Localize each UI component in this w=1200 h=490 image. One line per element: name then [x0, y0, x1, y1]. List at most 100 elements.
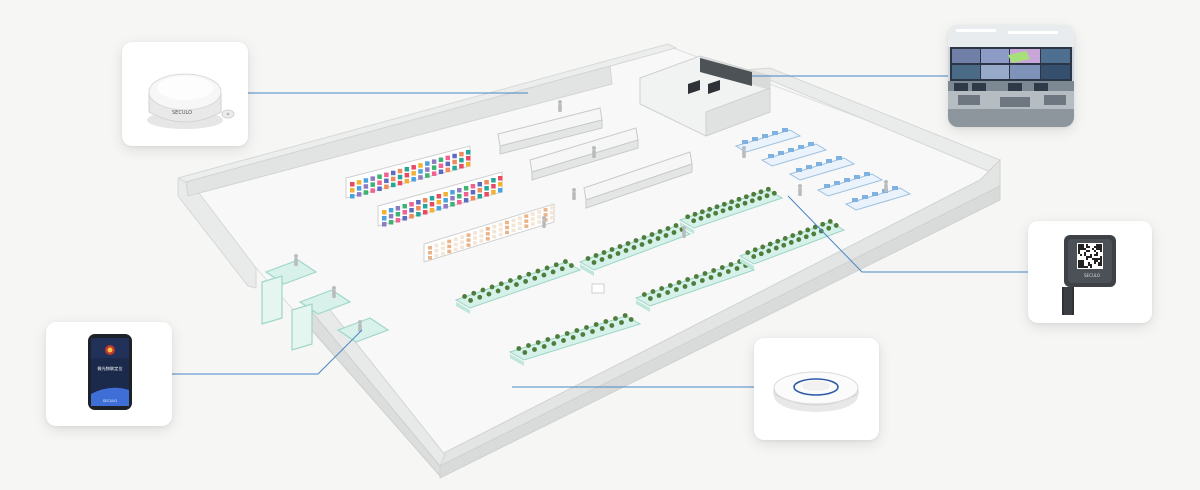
product-box: [402, 204, 407, 209]
plant: [721, 201, 727, 207]
product-box: [440, 246, 445, 251]
qr-module: [1082, 244, 1084, 246]
product-box: [409, 214, 414, 219]
product-box: [524, 219, 529, 223]
plant: [734, 266, 740, 271]
plant: [615, 251, 621, 256]
person-head: [294, 254, 298, 258]
desk-screen: [862, 195, 868, 199]
product-box: [453, 242, 458, 247]
callout-beacon-gateway[interactable]: SECULO: [122, 42, 248, 146]
product-box: [550, 211, 554, 215]
plant: [771, 190, 777, 196]
callout-control-room[interactable]: [948, 25, 1074, 127]
person-figure: [682, 226, 686, 238]
qr-module: [1098, 248, 1100, 250]
product-box: [485, 227, 490, 231]
plant: [574, 328, 580, 333]
product-box: [428, 246, 432, 250]
plant: [673, 223, 679, 228]
wall-back-left-face: [185, 65, 613, 197]
plant: [705, 213, 711, 219]
plant: [535, 340, 541, 345]
desk-screen: [872, 192, 878, 196]
plant: [736, 196, 742, 202]
plant: [782, 236, 788, 241]
plant: [561, 338, 566, 343]
plant: [609, 247, 615, 252]
product-box: [466, 150, 471, 155]
product-box: [384, 178, 389, 184]
person-figure: [558, 100, 562, 112]
plant: [607, 254, 613, 259]
plant: [735, 203, 741, 209]
qr-module: [1100, 246, 1102, 248]
product-box: [440, 241, 445, 246]
qr-module: [1082, 262, 1084, 264]
desk-top: [844, 187, 912, 211]
product-box: [431, 165, 437, 170]
plant: [818, 228, 824, 234]
person-body: [742, 150, 746, 158]
callout-qr-scanner[interactable]: SECULO: [1028, 221, 1152, 323]
callout-handheld-badge[interactable]: 微光物联定位 SECULO: [46, 322, 172, 426]
product-box: [543, 218, 548, 222]
qr-module: [1078, 244, 1080, 246]
product-box: [418, 163, 423, 168]
product-box: [477, 188, 483, 193]
product-box: [377, 174, 382, 179]
plant: [613, 316, 618, 321]
product-box: [466, 233, 471, 237]
product-box: [363, 184, 369, 189]
plant: [702, 271, 708, 276]
qr-module: [1086, 244, 1088, 246]
dome-gateway-icon: SECULO: [147, 73, 235, 129]
wall-front-right-face: [439, 185, 1001, 479]
product-box: [402, 216, 407, 221]
qr-module: [1088, 262, 1090, 264]
qr-module: [1080, 248, 1082, 250]
product-box: [416, 206, 421, 211]
product-box: [498, 176, 503, 181]
person-body: [572, 192, 576, 200]
person-head: [572, 188, 576, 192]
product-box: [491, 190, 496, 195]
product-box: [491, 184, 496, 189]
plant: [480, 287, 486, 293]
product-box: [450, 202, 455, 207]
qr-code-terminal-icon: SECULO: [1062, 235, 1116, 315]
product-box: [477, 182, 483, 187]
qr-module: [1098, 244, 1100, 246]
person-body: [294, 258, 298, 266]
product-box: [397, 180, 403, 186]
qr-module: [1094, 258, 1096, 260]
product-box: [382, 216, 387, 221]
person-body: [558, 104, 562, 112]
callout-ceiling-base-station[interactable]: [754, 338, 879, 440]
person-head: [742, 146, 746, 150]
person-head: [682, 226, 686, 230]
qr-module: [1082, 264, 1084, 266]
qr-module: [1088, 256, 1090, 258]
plant: [773, 245, 779, 251]
plant: [699, 278, 705, 283]
qr-module: [1082, 248, 1084, 250]
plant: [514, 282, 519, 287]
plant: [781, 242, 787, 248]
plant: [665, 290, 671, 295]
monitoring-center-photo: [948, 25, 1074, 127]
product-box: [395, 206, 401, 211]
qr-module: [1078, 266, 1080, 268]
qr-module: [1078, 252, 1080, 254]
product-box: [425, 173, 430, 178]
product-box: [470, 190, 476, 195]
plant: [649, 232, 655, 237]
plant: [665, 226, 671, 231]
plant: [532, 275, 538, 281]
qr-module: [1084, 252, 1086, 254]
badge-device-icon: 微光物联定位 SECULO: [88, 334, 132, 410]
product-box: [505, 230, 510, 235]
plant: [609, 323, 615, 328]
plant: [628, 317, 634, 322]
plant: [707, 206, 713, 212]
